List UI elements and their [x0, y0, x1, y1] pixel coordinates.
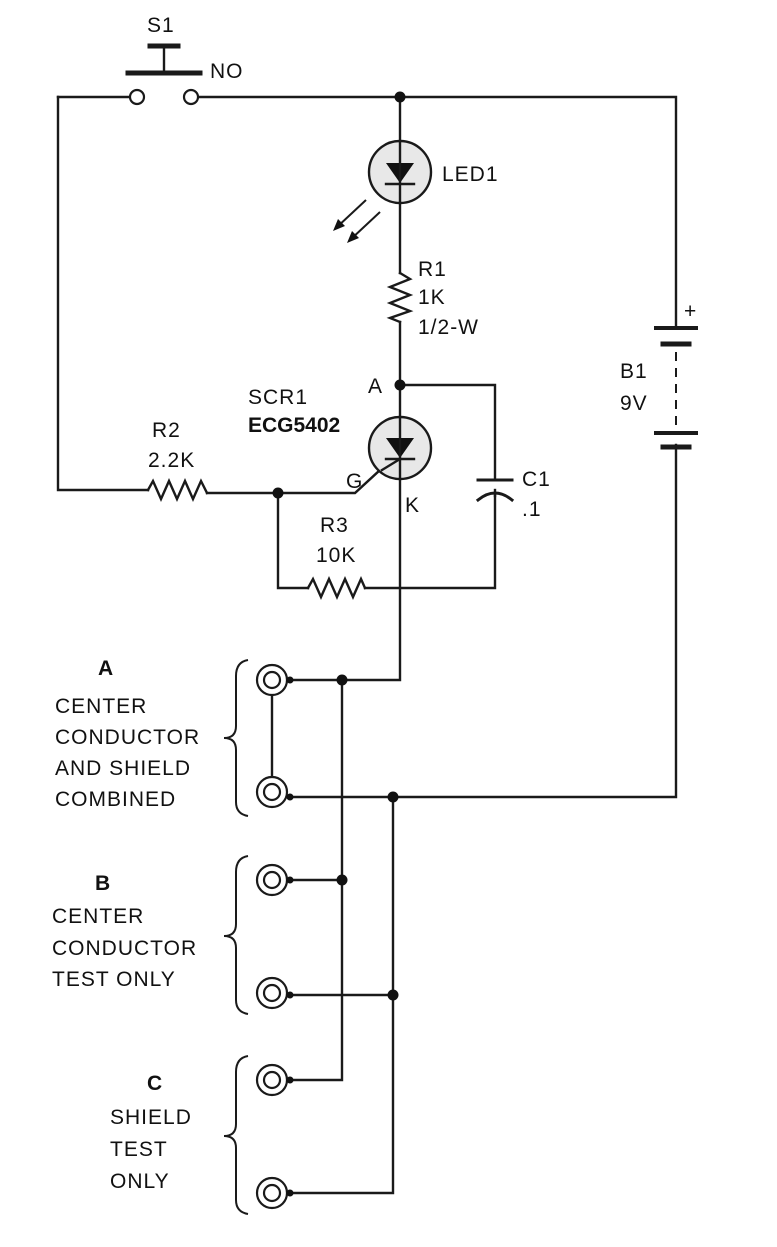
- resistor-r1: R1 1K 1/2-W: [386, 258, 479, 339]
- group-a-line-1: CENTER: [55, 695, 147, 718]
- group-c-line-1: SHIELD: [110, 1106, 192, 1129]
- battery-b1: + B1 9V: [620, 300, 698, 450]
- group-a-line-4: COMBINED: [55, 788, 176, 811]
- group-c-letter: C: [147, 1072, 162, 1095]
- group-b-letter: B: [95, 872, 110, 895]
- group-a-letter: A: [98, 657, 113, 680]
- scr1-anode-label: A: [368, 375, 383, 398]
- r2-ref-label: R2: [152, 419, 181, 442]
- switch-s1: S1 NO: [125, 14, 244, 106]
- b1-value-label: 9V: [620, 392, 648, 415]
- group-a-label: A CENTER CONDUCTOR AND SHIELD COMBINED: [55, 657, 200, 811]
- r3-value-label: 10K: [316, 544, 356, 567]
- c1-value-label: .1: [522, 498, 542, 521]
- jack-b2: [255, 976, 289, 1010]
- scr1-gate-label: G: [346, 470, 363, 493]
- r2-value-label: 2.2K: [148, 449, 195, 472]
- jack-c2: [255, 1176, 289, 1210]
- resistor-r3: R3 10K: [306, 514, 367, 600]
- r1-ref-label: R1: [418, 258, 447, 281]
- jack-c1: [255, 1063, 289, 1097]
- jack-b1: [255, 863, 289, 897]
- r1-value-label: 1K: [418, 286, 446, 309]
- led1: LED1: [333, 139, 499, 243]
- scr1-ref-label: SCR1: [248, 386, 308, 409]
- scr1-cathode-label: K: [405, 494, 420, 517]
- r3-ref-label: R3: [320, 514, 349, 537]
- test-jacks: [255, 663, 289, 1210]
- group-c-line-3: ONLY: [110, 1170, 170, 1193]
- scr1-part-label: ECG5402: [248, 414, 340, 437]
- jack-a1: [255, 663, 289, 697]
- group-b-line-3: TEST ONLY: [52, 968, 176, 991]
- braces: [223, 659, 249, 1215]
- r1-rating-label: 1/2-W: [418, 316, 479, 339]
- resistor-r2: R2 2.2K: [146, 419, 209, 502]
- group-c-line-2: TEST: [110, 1138, 168, 1161]
- b1-ref-label: B1: [620, 360, 648, 383]
- wires: [56, 95, 678, 1195]
- jack-a2: [255, 775, 289, 809]
- s1-type-label: NO: [210, 60, 244, 83]
- junction-dots: [272, 91, 406, 1197]
- group-a-line-3: AND SHIELD: [55, 757, 191, 780]
- c1-ref-label: C1: [522, 468, 551, 491]
- group-c-label: C SHIELD TEST ONLY: [110, 1072, 192, 1193]
- group-b-line-1: CENTER: [52, 905, 144, 928]
- s1-ref-label: S1: [147, 14, 175, 37]
- scr1: SCR1 ECG5402 A G K: [248, 375, 433, 517]
- group-b-line-2: CONDUCTOR: [52, 937, 197, 960]
- group-a-line-2: CONDUCTOR: [55, 726, 200, 749]
- group-b-label: B CENTER CONDUCTOR TEST ONLY: [52, 872, 197, 991]
- led1-label: LED1: [442, 163, 499, 186]
- battery-polarity-label: +: [684, 300, 697, 323]
- capacitor-c1: C1 .1: [475, 468, 551, 521]
